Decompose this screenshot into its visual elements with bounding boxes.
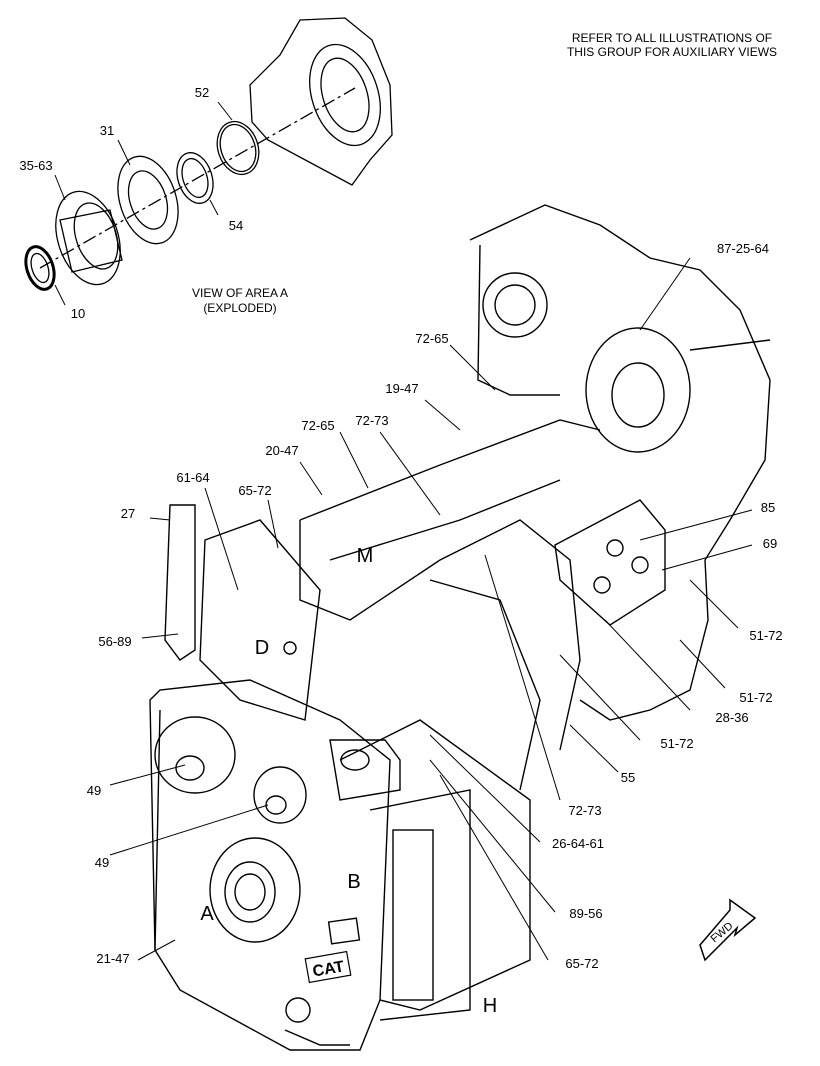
callout-21-47: 21-47 [96, 951, 129, 966]
exploded-view [24, 17, 393, 291]
callout-49-upper: 49 [87, 783, 101, 798]
callout-72-73-lower: 72-73 [568, 803, 601, 818]
cat-logo: CAT [304, 950, 352, 984]
zone-labels: M D B A H [200, 545, 497, 1017]
zone-label-m: M [357, 545, 374, 567]
callout-35-63: 35-63 [19, 158, 52, 173]
zone-label-d: D [255, 637, 269, 659]
callout-labels: 52 31 35-63 54 10 87-25-64 72-65 19-47 7… [19, 85, 782, 971]
svg-text:CAT: CAT [311, 958, 345, 980]
callout-51-72-middle: 51-72 [660, 736, 693, 751]
callout-72-65-lower: 72-65 [301, 418, 334, 433]
callout-52: 52 [195, 85, 209, 100]
callout-69: 69 [763, 536, 777, 551]
callout-65-72-lower: 65-72 [565, 956, 598, 971]
callout-28-36: 28-36 [715, 710, 748, 725]
callout-10: 10 [71, 306, 85, 321]
zone-label-b: B [347, 871, 360, 893]
callout-51-72-right-lower: 51-72 [739, 690, 772, 705]
callout-27: 27 [121, 506, 135, 521]
callout-49-lower: 49 [95, 855, 109, 870]
callout-55: 55 [621, 770, 635, 785]
zone-label-a: A [200, 903, 214, 925]
callout-65-72-upper: 65-72 [238, 483, 271, 498]
transmission-housing-drawing [149, 204, 771, 1051]
callout-56-89: 56-89 [98, 634, 131, 649]
callout-87-25-64: 87-25-64 [717, 241, 769, 256]
fwd-arrow: FWD [699, 898, 757, 962]
callout-26-64-61: 26-64-61 [552, 836, 604, 851]
callout-20-47: 20-47 [265, 443, 298, 458]
header-note-line-2: THIS GROUP FOR AUXILIARY VIEWS [567, 45, 777, 59]
callout-61-64: 61-64 [176, 470, 209, 485]
callout-72-65-upper: 72-65 [415, 331, 448, 346]
exploded-caption-line-1: VIEW OF AREA A [192, 286, 288, 300]
callout-85: 85 [761, 500, 775, 515]
callout-54: 54 [229, 218, 243, 233]
leader-lines [54, 101, 753, 961]
header-note-line-1: REFER TO ALL ILLUSTRATIONS OF [572, 31, 772, 45]
callout-51-72-right-upper: 51-72 [749, 628, 782, 643]
callout-72-73-upper: 72-73 [355, 413, 388, 428]
zone-label-h: H [483, 995, 497, 1017]
callout-89-56: 89-56 [569, 906, 602, 921]
callout-19-47: 19-47 [385, 381, 418, 396]
callout-31: 31 [100, 123, 114, 138]
exploded-caption-line-2: (EXPLODED) [203, 301, 276, 315]
